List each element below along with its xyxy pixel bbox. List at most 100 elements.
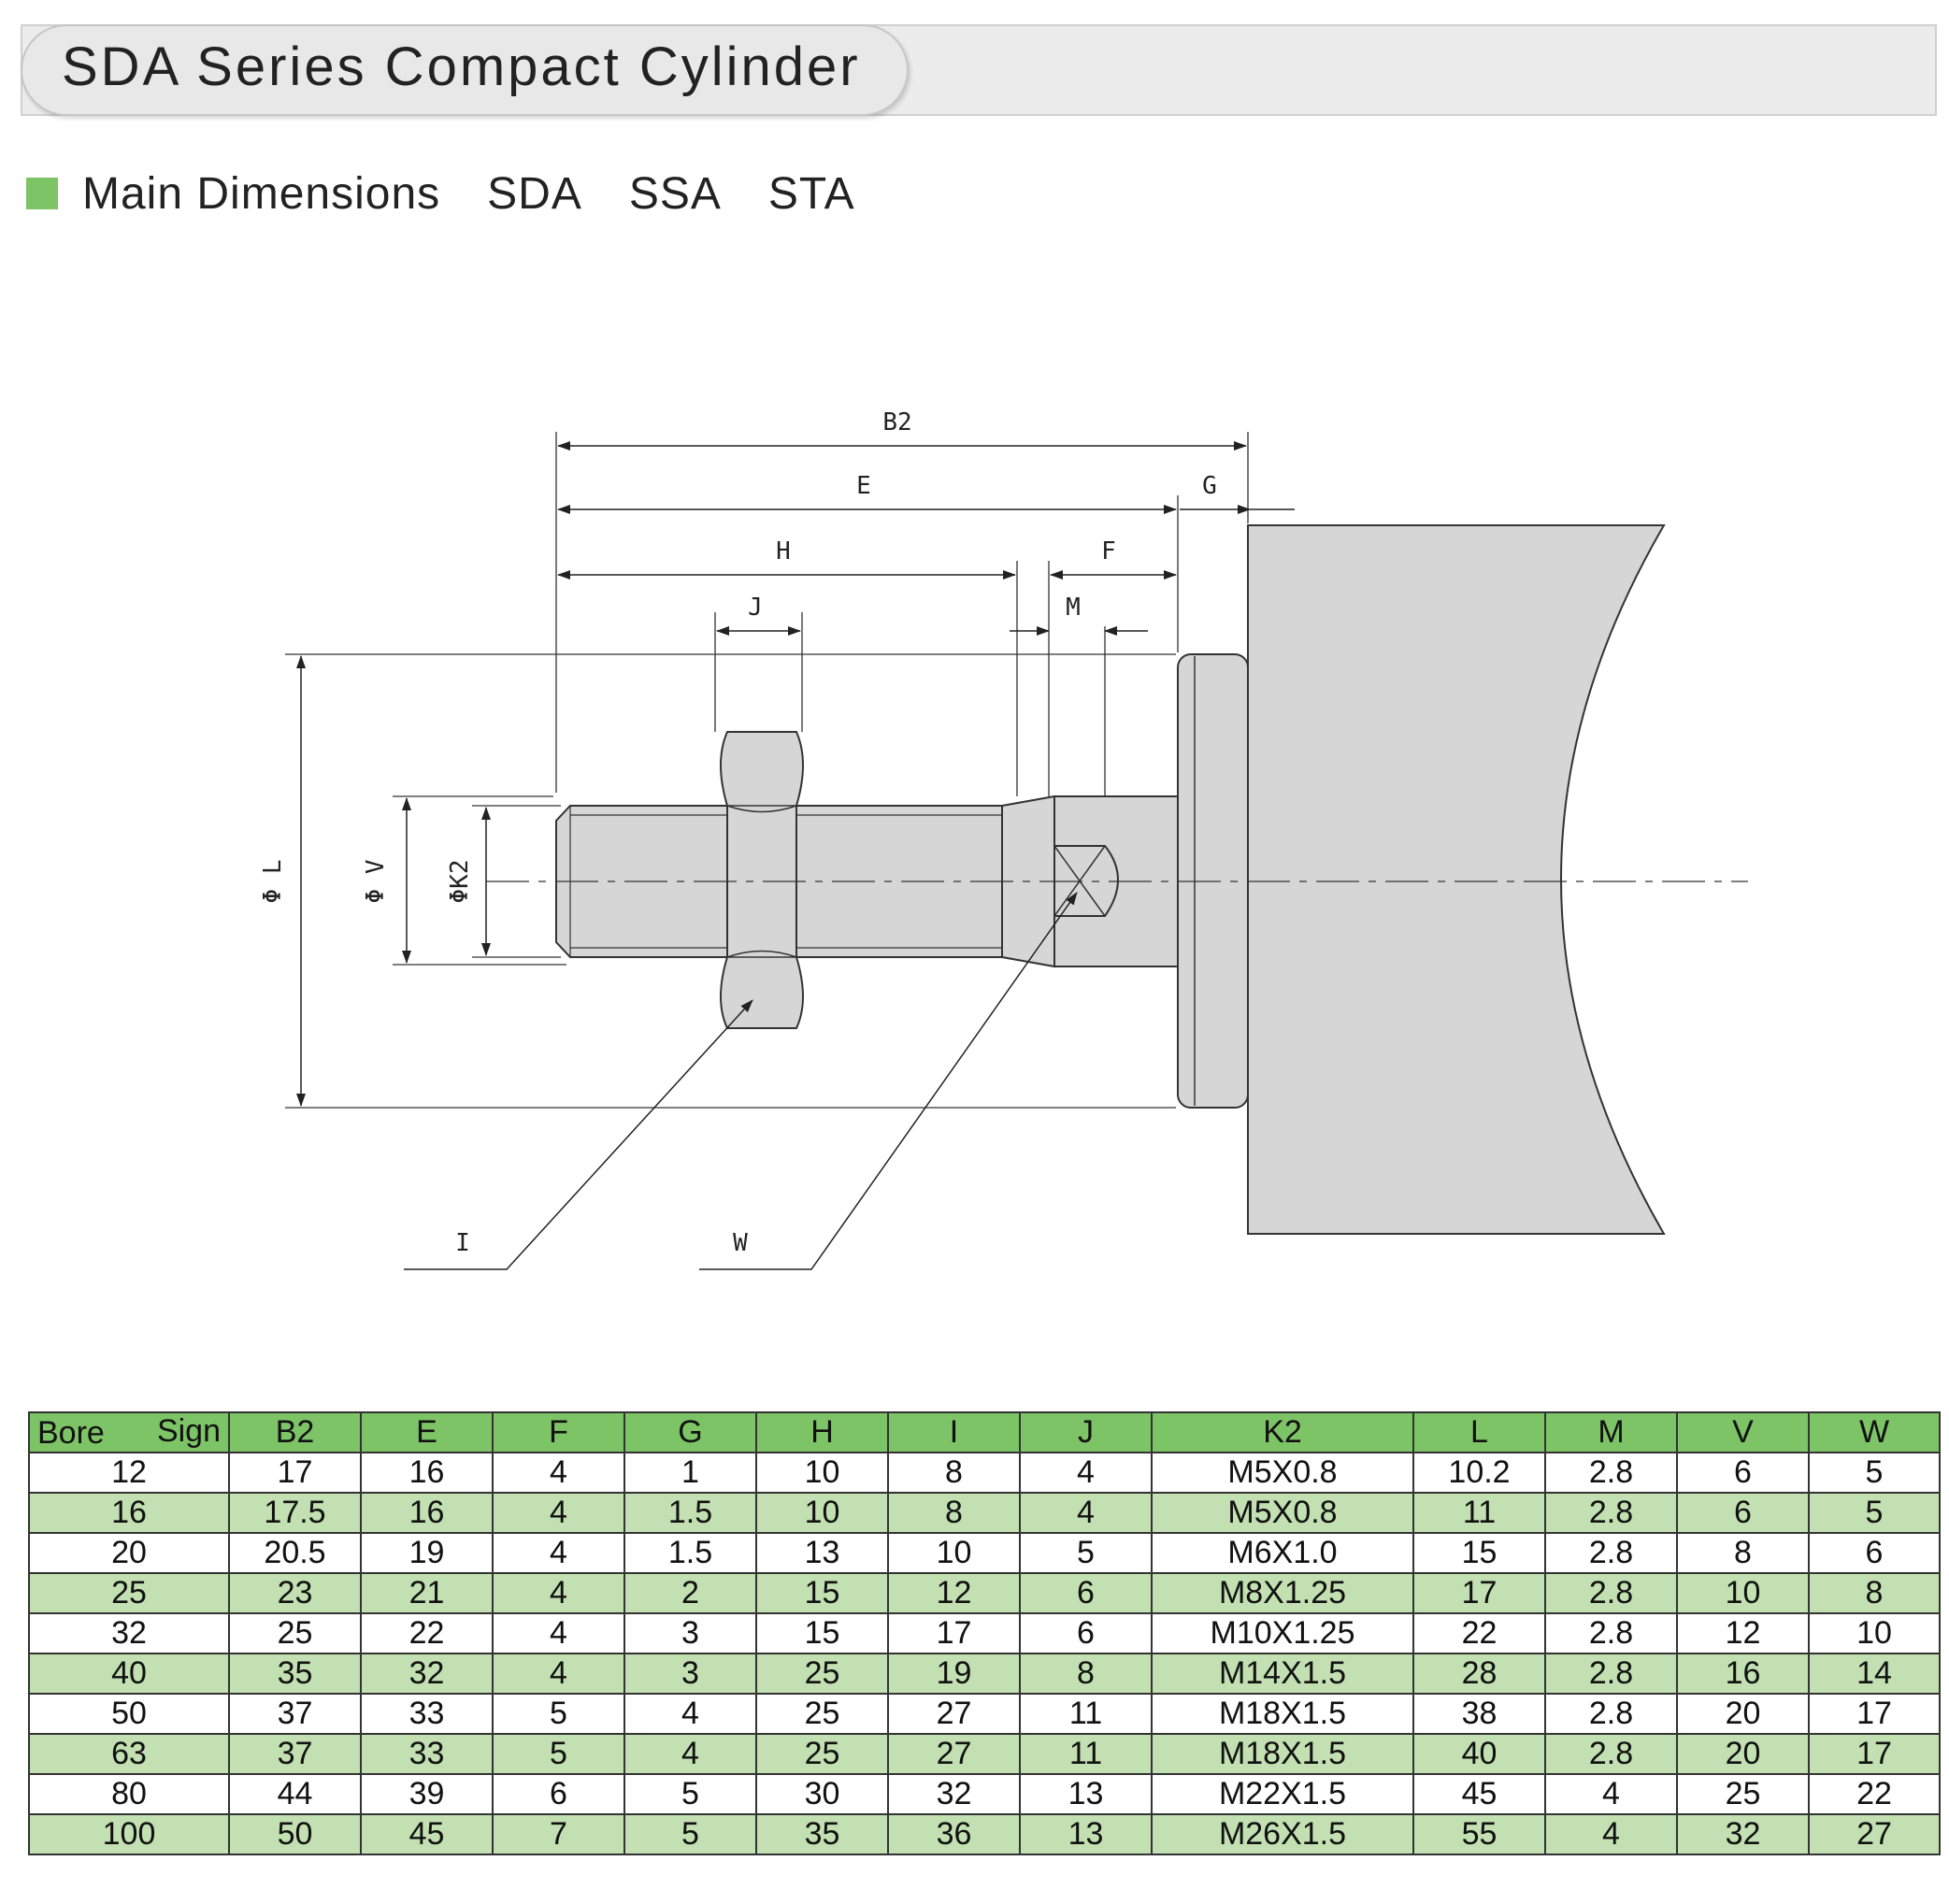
table-cell: 17.5 (228, 1492, 362, 1534)
table-cell: 5 (1019, 1532, 1153, 1574)
table-cell: 5 (492, 1733, 625, 1775)
table-cell: 20.5 (228, 1532, 362, 1574)
table-cell: 6 (1019, 1612, 1153, 1654)
table-cell: 15 (755, 1612, 889, 1654)
table-cell: 12 (1676, 1612, 1810, 1654)
table-cell: 39 (360, 1773, 494, 1815)
table-cell: 35 (755, 1813, 889, 1855)
table-cell: 32 (887, 1773, 1021, 1815)
leader-i (404, 999, 753, 1270)
bore-cell: 50 (28, 1693, 230, 1735)
table-cell: 4 (492, 1653, 625, 1695)
title-pill (21, 24, 909, 116)
series-ssa: SSA (628, 168, 722, 219)
table-cell: 8 (1019, 1653, 1153, 1695)
table-cell: 1.5 (623, 1532, 757, 1574)
table-cell: 33 (360, 1733, 494, 1775)
table-cell: 6 (1019, 1572, 1153, 1614)
table-cell: 2.8 (1544, 1612, 1678, 1654)
table-cell: M10X1.25 (1151, 1612, 1414, 1654)
table-cell: 8 (1808, 1572, 1941, 1614)
table-cell: 17 (1808, 1733, 1941, 1775)
table-cell: 6 (492, 1773, 625, 1815)
table-cell: 4 (492, 1452, 625, 1494)
label-g: G (1202, 472, 1217, 500)
bore-cell: 40 (28, 1653, 230, 1695)
table-cell: 35 (228, 1653, 362, 1695)
page-title: SDA Series Compact Cylinder (62, 36, 861, 97)
table-cell: 16 (360, 1492, 494, 1534)
table-cell: 8 (1676, 1532, 1810, 1574)
table-cell: 44 (228, 1773, 362, 1815)
table-cell: 2 (623, 1572, 757, 1614)
label-e: E (856, 472, 871, 500)
table-cell: M5X0.8 (1151, 1452, 1414, 1494)
table-cell: M18X1.5 (1151, 1693, 1414, 1735)
bore-cell: 20 (28, 1532, 230, 1574)
table-cell: 8 (887, 1492, 1021, 1534)
table-cell: 22 (360, 1612, 494, 1654)
table-cell: 4 (492, 1492, 625, 1534)
bore-cell: 32 (28, 1612, 230, 1654)
table-cell: 4 (1544, 1813, 1678, 1855)
table-cell: 2.8 (1544, 1532, 1678, 1574)
green-square-icon (26, 178, 58, 209)
table-cell: 16 (1676, 1653, 1810, 1695)
table-cell: M26X1.5 (1151, 1813, 1414, 1855)
table-cell: 17 (228, 1452, 362, 1494)
table-cell: 37 (228, 1733, 362, 1775)
table-cell: 3 (623, 1653, 757, 1695)
table-cell: 11 (1412, 1492, 1546, 1534)
table-cell: 5 (1808, 1452, 1941, 1494)
label-b2: B2 (882, 408, 911, 437)
table-cell: 19 (887, 1653, 1021, 1695)
table-cell: 25 (755, 1733, 889, 1775)
table-cell: M14X1.5 (1151, 1653, 1414, 1695)
table-cell: 36 (887, 1813, 1021, 1855)
table-cell: 5 (1808, 1492, 1941, 1534)
table-cell: 17 (1412, 1572, 1546, 1614)
table-cell: 2.8 (1544, 1492, 1678, 1534)
table-cell: 55 (1412, 1813, 1546, 1855)
table-cell: 4 (1019, 1452, 1153, 1494)
column-header: F (492, 1411, 625, 1453)
table-cell: 14 (1808, 1653, 1941, 1695)
table-cell: 45 (1412, 1773, 1546, 1815)
table-cell: 2.8 (1544, 1452, 1678, 1494)
table-cell: M5X0.8 (1151, 1492, 1414, 1534)
table-cell: 32 (1676, 1813, 1810, 1855)
column-header: I (887, 1411, 1021, 1453)
table-cell: 27 (1808, 1813, 1941, 1855)
label-k2: ΦK2 (446, 860, 474, 904)
column-header: K2 (1151, 1411, 1414, 1453)
label-v: Φ V (362, 860, 390, 904)
table-cell: 6 (1676, 1452, 1810, 1494)
label-j: J (748, 594, 763, 622)
table-cell: 40 (1412, 1733, 1546, 1775)
column-header: V (1676, 1411, 1810, 1453)
table-cell: 10 (755, 1452, 889, 1494)
table-cell: 4 (492, 1612, 625, 1654)
table-cell: M8X1.25 (1151, 1572, 1414, 1614)
table-cell: 1 (623, 1452, 757, 1494)
table-cell: 25 (755, 1653, 889, 1695)
table-cell: 33 (360, 1693, 494, 1735)
column-header: W (1808, 1411, 1941, 1453)
bore-cell: 25 (28, 1572, 230, 1614)
column-header: G (623, 1411, 757, 1453)
table-cell: 2.8 (1544, 1653, 1678, 1695)
table-cell: 10 (887, 1532, 1021, 1574)
series-sda: SDA (487, 168, 582, 219)
corner-cell: Sign Bore (28, 1411, 230, 1453)
table-cell: 5 (623, 1773, 757, 1815)
table-cell: 50 (228, 1813, 362, 1855)
table-cell: 4 (1544, 1773, 1678, 1815)
